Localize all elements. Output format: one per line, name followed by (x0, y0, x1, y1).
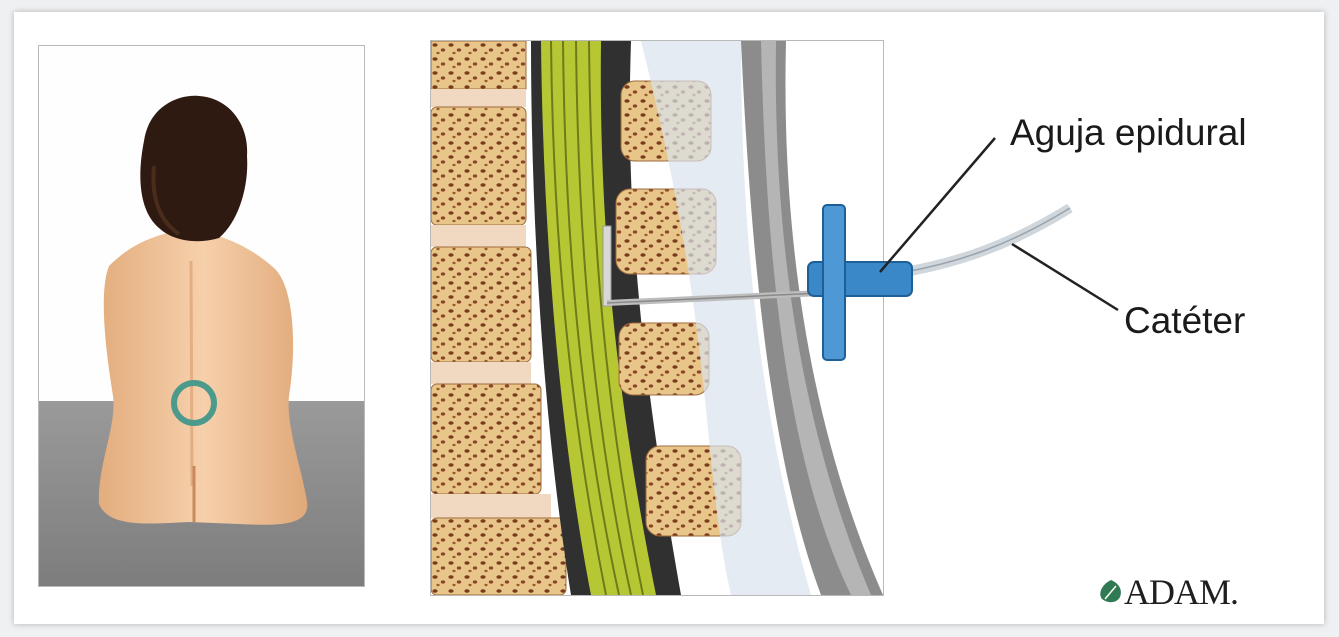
catheter-tube (905, 208, 1070, 272)
epidural-needle-label: Aguja epidural (1010, 112, 1247, 154)
leaf-icon (1096, 577, 1126, 607)
adam-logo: ADAM. (1096, 571, 1296, 613)
logo-text: ADAM. (1124, 571, 1238, 613)
catheter-leader-line (1012, 244, 1118, 310)
needle-wings (823, 205, 845, 360)
catheter-label: Catéter (1124, 300, 1245, 342)
